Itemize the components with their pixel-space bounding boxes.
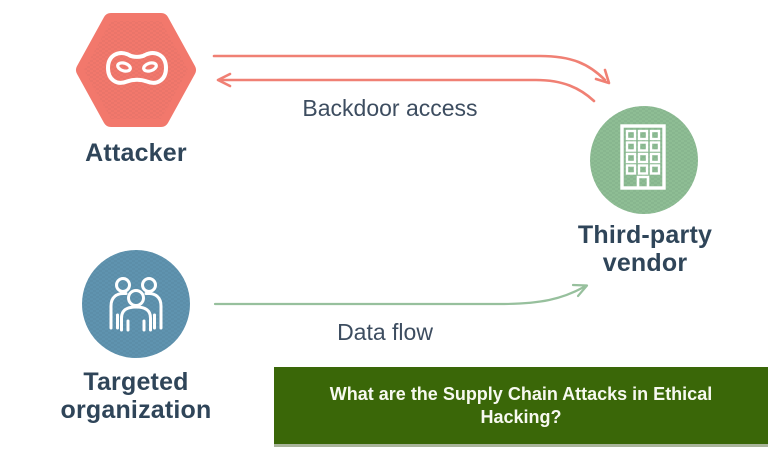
targeted-organization-node [82,250,190,358]
mask-icon [106,51,168,85]
third-party-vendor-node [590,106,698,214]
banner-title: What are the Supply Chain Attacks in Eth… [329,383,713,427]
data-flow-arrow [213,283,589,306]
attacker-node [76,13,196,127]
attacker-label: Attacker [85,139,187,167]
people-group-icon [109,277,163,332]
title-banner: What are the Supply Chain Attacks in Eth… [274,367,768,447]
backdoor-access-edge-label: Backdoor access [302,95,478,121]
targeted-organization-label: Targeted organization [60,368,212,424]
building-icon [620,124,666,190]
data-flow-edge-label: Data flow [337,319,433,345]
backdoor-access-arrows [212,54,611,103]
third-party-vendor-label: Third-party vendor [577,221,713,277]
